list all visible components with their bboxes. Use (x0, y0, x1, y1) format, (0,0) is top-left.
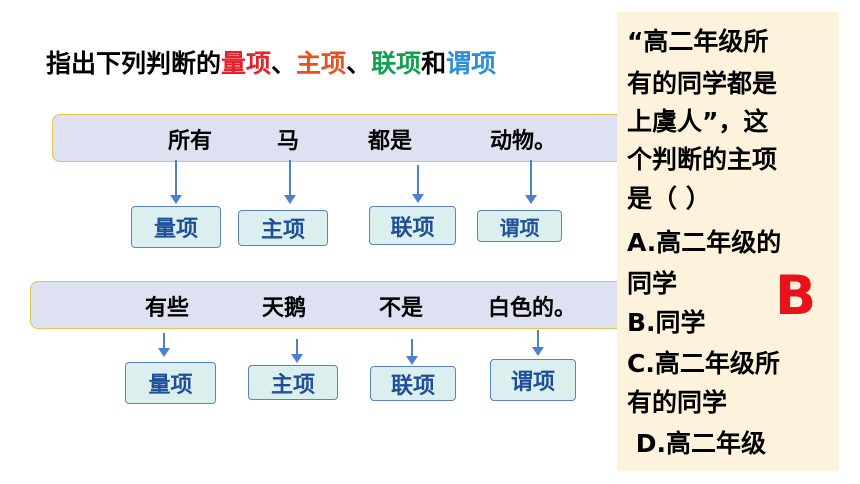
option-a-cont: 同学 (627, 269, 678, 298)
arrow-down-icon (170, 160, 182, 204)
sentence-2-label-subject: 主项 (248, 365, 338, 400)
sentence-1-word-quantifier: 所有 (168, 129, 213, 154)
sentence-1-label-predicate: 谓项 (477, 210, 562, 242)
sentence-2-label-predicate: 谓项 (490, 359, 576, 401)
option-c: C.高二年级所 (627, 349, 780, 378)
question-line: 个判断的主项 (627, 145, 778, 174)
title-quantifier: 量项 (221, 49, 272, 78)
title-sep-2: 、 (346, 49, 372, 78)
title-sep-1: 、 (271, 49, 297, 78)
sentence-1-label-copula: 联项 (369, 206, 456, 245)
sentence-1-word-subject: 马 (277, 129, 300, 154)
title-prefix: 指出下列判断的 (46, 49, 222, 78)
arrow-down-icon (158, 333, 170, 357)
option-d: D.高二年级 (627, 429, 766, 458)
title-and: 和 (421, 49, 447, 78)
question-line: 有的同学都是 (627, 69, 778, 98)
title-subject: 主项 (296, 49, 347, 78)
option-a: A.高二年级的 (627, 228, 782, 257)
arrow-down-icon (525, 160, 537, 204)
arrow-down-icon (406, 339, 418, 365)
sentence-1-word-copula: 都是 (368, 129, 413, 154)
sentence-1-label-quantifier: 量项 (131, 206, 221, 248)
sentence-2-label-quantifier: 量项 (125, 362, 216, 404)
question-line: “高二年级所 (627, 27, 769, 56)
arrow-down-icon (284, 160, 296, 204)
sentence-2-bar (30, 281, 632, 329)
sentence-1-bar (52, 114, 634, 162)
option-b: B.同学 (627, 308, 706, 337)
sentence-2-word-copula: 不是 (379, 296, 424, 321)
arrow-down-icon (291, 339, 303, 363)
question-line: 上虞人”，这 (627, 107, 769, 136)
sentence-1-label-subject: 主项 (238, 210, 328, 246)
answer-label: B (775, 264, 817, 327)
sentence-1-word-predicate: 动物。 (490, 129, 557, 154)
sentence-2-label-copula: 联项 (370, 366, 456, 401)
sentence-2-word-subject: 天鹅 (262, 296, 307, 321)
sentence-2-word-predicate: 白色的。 (488, 296, 577, 321)
arrow-down-icon (532, 330, 544, 356)
question-panel (617, 12, 839, 471)
page-title: 指出下列判断的量项、主项、联项和谓项 (46, 44, 496, 80)
option-c-cont: 有的同学 (627, 388, 728, 417)
arrow-down-icon (412, 165, 424, 203)
question-line: 是（ ） (627, 184, 711, 213)
sentence-2-word-quantifier: 有些 (145, 296, 190, 321)
title-copula: 联项 (371, 49, 422, 78)
title-predicate: 谓项 (446, 49, 497, 78)
